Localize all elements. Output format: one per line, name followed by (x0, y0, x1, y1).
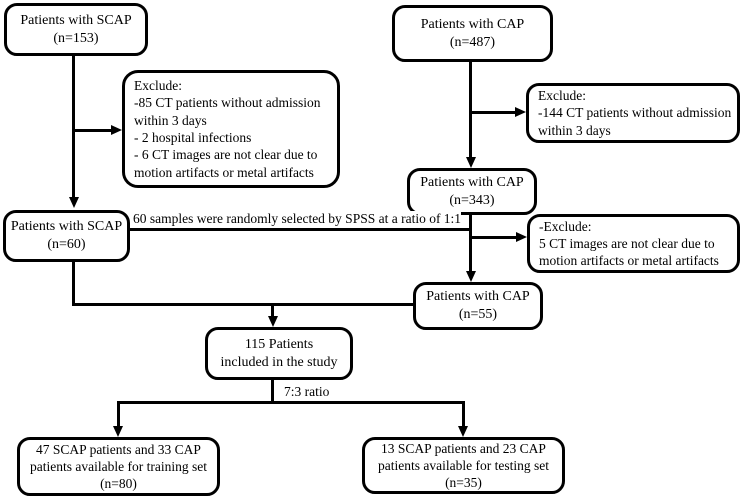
edge-cap-initial-to-filtered (469, 61, 472, 157)
node-patients-included: 115 Patients included in the study (205, 327, 353, 380)
node-patients-cap-initial: Patients with CAP (n=487) (392, 5, 553, 62)
edge-cap-to-exclude-1 (469, 111, 516, 114)
arrowhead-down-icon (458, 426, 468, 437)
node-training-set: 47 SCAP patients and 33 CAP patients ava… (17, 437, 220, 496)
node-exclude-cap-2: -Exclude: 5 CT images are not clear due … (527, 214, 740, 273)
edge-scap-to-exclude (72, 129, 112, 132)
edge-merge-to-included (271, 305, 274, 317)
arrowhead-down-icon (466, 157, 476, 168)
edge-spss-selection-line (129, 228, 472, 231)
node-testing-set: 13 SCAP patients and 23 CAP patients ava… (362, 437, 565, 494)
node-exclude-scap: Exclude: -85 CT patients without admissi… (122, 70, 340, 188)
edge-included-down (271, 379, 274, 404)
arrowhead-down-icon (268, 316, 278, 327)
arrowhead-right-icon (515, 107, 526, 117)
arrowhead-down-icon (466, 271, 476, 282)
arrowhead-down-icon (113, 426, 123, 437)
edge-scap-initial-to-filtered (72, 55, 75, 197)
edge-to-exclude-cap-2 (470, 236, 516, 239)
edge-split-line (117, 401, 465, 404)
node-patients-scap-initial: Patients with SCAP (n=153) (4, 3, 148, 56)
node-patients-scap-filtered: Patients with SCAP (n=60) (3, 210, 130, 262)
arrowhead-right-icon (111, 125, 122, 135)
node-patients-cap-final: Patients with CAP (n=55) (413, 282, 543, 330)
arrowhead-down-icon (69, 197, 79, 208)
arrowhead-right-icon (516, 232, 527, 242)
edge-scap-filtered-down (72, 261, 75, 306)
edge-label-spss-selection: 60 samples were randomly selected by SPS… (133, 211, 462, 227)
edge-cap-filtered-to-final (469, 214, 472, 272)
edge-split-to-training (117, 401, 120, 427)
edge-split-to-testing (462, 401, 465, 427)
edge-merge-line (72, 303, 415, 306)
node-exclude-cap-1: Exclude: -144 CT patients without admiss… (526, 83, 740, 143)
edge-label-split-ratio: 7:3 ratio (284, 384, 330, 400)
node-patients-cap-filtered: Patients with CAP (n=343) (407, 168, 537, 215)
